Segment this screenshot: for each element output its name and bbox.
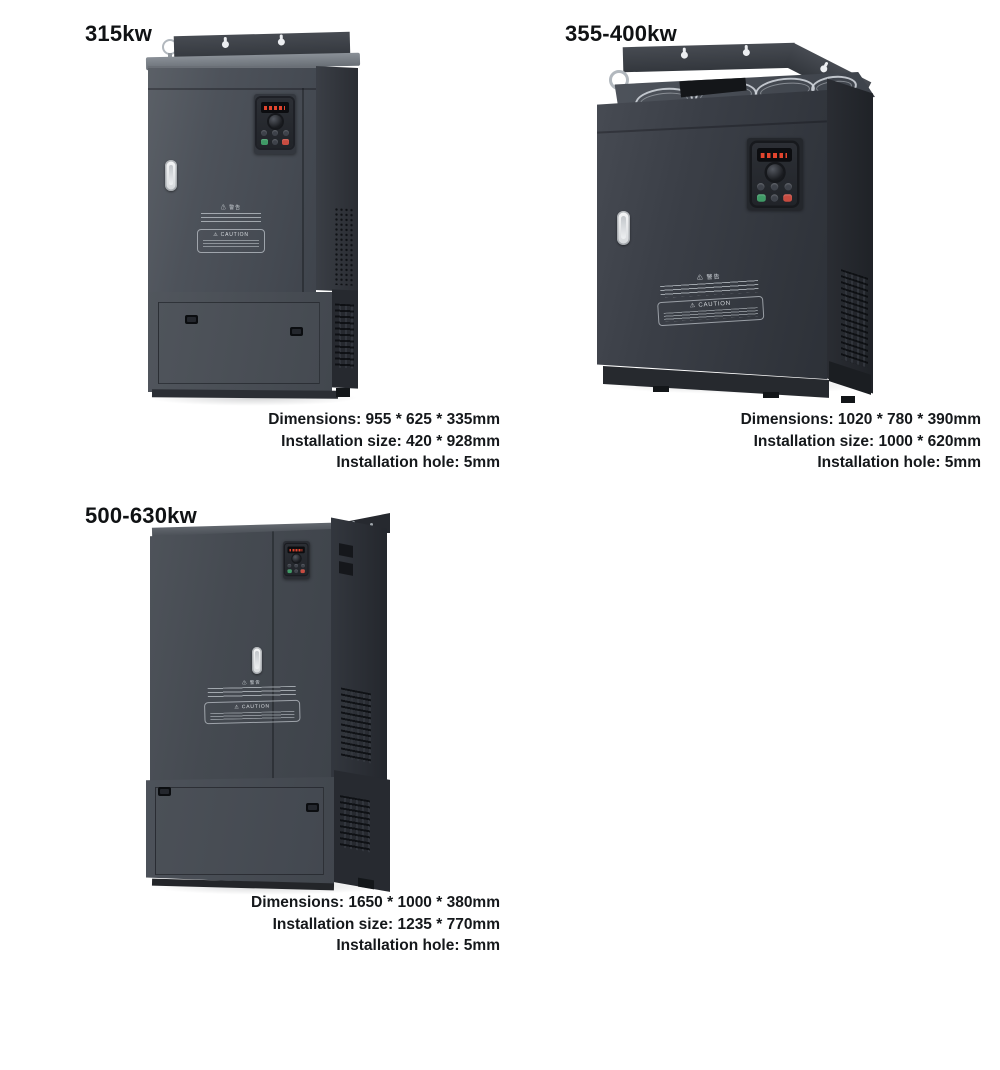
- vent-grille: [340, 795, 370, 853]
- mode-button: [294, 569, 299, 574]
- cover-latch: [306, 803, 319, 812]
- cabinet-side: [315, 66, 358, 292]
- keypad-mount: [254, 94, 296, 154]
- caution-label: ⚠ CAUTION: [657, 295, 765, 327]
- cabinet-foot: [653, 386, 669, 392]
- spec-block-315kw: Dimensions: 955 * 625 * 335mm Installati…: [200, 409, 500, 474]
- mode-button: [770, 194, 779, 202]
- vent-grille: [335, 303, 354, 369]
- keypad-panel: [257, 98, 293, 148]
- cover-latch: [290, 327, 303, 336]
- side-vent-opening: [339, 543, 353, 558]
- product-title-500-630kw: 500-630kw: [85, 503, 197, 529]
- terminal-cover-side: [334, 770, 390, 892]
- cabinet-foot: [841, 396, 855, 403]
- cover-latch: [158, 787, 171, 796]
- warning-text-lines: [201, 213, 261, 225]
- run-button: [287, 569, 292, 574]
- cabinet-door: ⚠ 警告 ⚠ CAUTION: [148, 66, 316, 294]
- stop-button: [300, 569, 305, 574]
- spec-installation-size: Installation size: 420 * 928mm: [281, 432, 500, 450]
- keypad-buttons: [757, 183, 792, 191]
- product-photo-315kw: ⚠ 警告 ⚠ CAUTION: [138, 28, 370, 406]
- terminal-cover-side: [332, 289, 358, 389]
- mode-button: [272, 139, 278, 145]
- spec-block-355-400kw: Dimensions: 1020 * 780 * 390mm Installat…: [681, 409, 981, 474]
- keypad-run-stop-buttons: [757, 194, 792, 202]
- caution-title: ⚠ CAUTION: [234, 703, 271, 711]
- keyhole-slot: [277, 38, 285, 46]
- keypad-display: [287, 546, 305, 554]
- mounting-plate: [622, 42, 796, 73]
- keyhole-slot: [819, 64, 829, 74]
- spec-dimensions: Dimensions: 1020 * 780 * 390mm: [740, 411, 981, 428]
- door-seam: [272, 531, 274, 783]
- run-button: [757, 194, 766, 202]
- run-button: [261, 139, 268, 145]
- caution-label: ⚠ CAUTION: [204, 699, 301, 725]
- door-handle: [617, 211, 630, 245]
- caution-text-lines: [203, 240, 259, 249]
- spec-installation-hole: Installation hole: 5mm: [336, 937, 500, 954]
- cabinet-side: [827, 78, 873, 394]
- keypad-knob: [766, 164, 783, 181]
- product-title-315kw: 315kw: [85, 21, 153, 47]
- terminal-cover: [148, 292, 332, 392]
- warning-label: ⚠ 警告 ⚠ CAUTION: [195, 205, 267, 253]
- keypad-display: [261, 102, 289, 113]
- side-vent-opening: [339, 561, 353, 576]
- cabinet-door: ⚠ 警告 ⚠ CAUTION: [597, 90, 827, 380]
- caution-label: ⚠ CAUTION: [197, 229, 265, 253]
- product-photo-355-400kw: ⚠ 警告 ⚠ CAUTION: [583, 30, 889, 405]
- spec-dimensions: Dimensions: 955 * 625 * 335mm: [268, 411, 500, 428]
- keyhole-slot: [221, 40, 230, 49]
- cabinet-door: ⚠ 警告 ⚠ CAUTION: [150, 529, 331, 787]
- stop-button: [282, 139, 289, 145]
- keypad-panel: [285, 544, 308, 575]
- keypad-panel: [752, 143, 797, 206]
- keypad-run-stop-buttons: [261, 139, 289, 145]
- caution-title: ⚠ CAUTION: [213, 232, 249, 238]
- door-seam: [148, 88, 316, 90]
- spec-installation-hole: Installation hole: 5mm: [817, 454, 981, 471]
- vent-grille: [841, 269, 868, 368]
- keypad-knob: [268, 115, 282, 128]
- keypad-buttons: [287, 563, 305, 568]
- cabinet-base: [151, 389, 339, 399]
- terminal-cover-panel: [155, 787, 324, 875]
- spec-installation-size: Installation size: 1235 * 770mm: [272, 915, 500, 933]
- door-handle: [252, 647, 262, 674]
- vent-grille: [341, 687, 371, 764]
- spec-block-500-630kw: Dimensions: 1650 * 1000 * 380mm Installa…: [200, 892, 500, 957]
- warning-label: ⚠ 警告 ⚠ CAUTION: [201, 678, 302, 725]
- spec-dimensions: Dimensions: 1650 * 1000 * 380mm: [251, 894, 500, 911]
- spec-installation-size: Installation size: 1000 * 620mm: [753, 432, 981, 450]
- warning-label: ⚠ 警告 ⚠ CAUTION: [654, 272, 767, 327]
- cabinet-side: [331, 517, 387, 791]
- product-photo-500-630kw: ⚠ 警告 ⚠ CAUTION: [128, 505, 396, 897]
- keypad-mount: [747, 138, 803, 210]
- door-seam: [597, 120, 827, 134]
- terminal-cover: [146, 777, 334, 885]
- stop-button: [783, 194, 792, 202]
- cover-latch: [185, 315, 198, 324]
- keypad-buttons: [261, 130, 289, 136]
- door-handle: [165, 160, 177, 191]
- caution-text-lines: [210, 710, 295, 721]
- keyhole-slot: [742, 48, 750, 57]
- keypad-knob: [292, 554, 301, 563]
- vent-grille: [334, 206, 354, 286]
- cabinet-foot: [763, 392, 779, 398]
- keypad-run-stop-buttons: [287, 569, 305, 574]
- product-title-355-400kw: 355-400kw: [565, 21, 677, 47]
- warning-title: ⚠ 警告: [220, 205, 242, 211]
- keypad-mount: [283, 541, 310, 579]
- keyhole-slot: [680, 51, 689, 59]
- door-seam: [302, 88, 304, 294]
- warning-text-lines: [207, 685, 296, 699]
- terminal-cover-panel: [158, 302, 320, 384]
- keypad-display: [757, 148, 792, 162]
- cabinet-foot: [336, 388, 350, 397]
- spec-installation-hole: Installation hole: 5mm: [336, 454, 500, 471]
